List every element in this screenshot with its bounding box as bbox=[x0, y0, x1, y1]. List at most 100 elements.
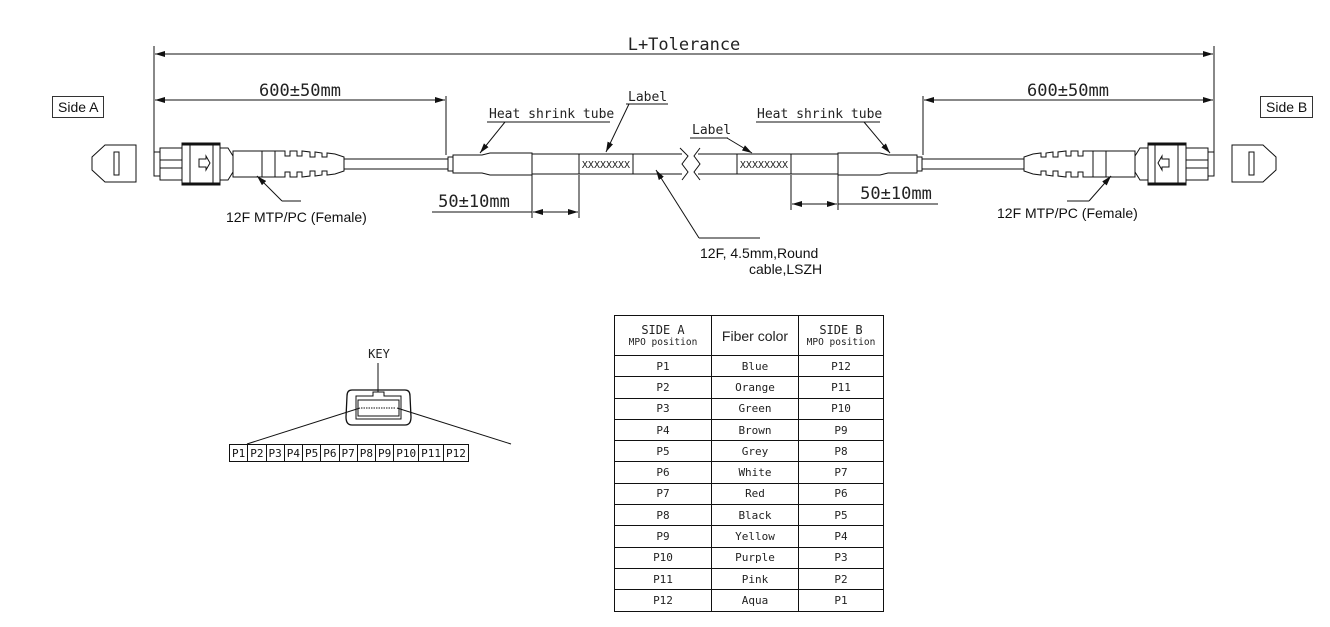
side-a-position-cell: P11 bbox=[614, 567, 712, 591]
svg-text:cable,LSZH: cable,LSZH bbox=[749, 261, 822, 277]
side-a-position-cell: P3 bbox=[614, 397, 712, 420]
side-a-position-cell: P2 bbox=[614, 376, 712, 399]
svg-text:Heat shrink tube: Heat shrink tube bbox=[489, 107, 614, 122]
side-a-position-cell: P8 bbox=[614, 504, 712, 527]
position-cell: P5 bbox=[301, 444, 322, 462]
svg-text:Label: Label bbox=[692, 123, 731, 138]
svg-text:12F MTP/PC (Female): 12F MTP/PC (Female) bbox=[997, 205, 1138, 221]
position-cell: P1 bbox=[228, 444, 249, 462]
svg-text:12F, 4.5mm,Round: 12F, 4.5mm,Round bbox=[700, 245, 818, 261]
side-b-position-cell: P3 bbox=[798, 546, 884, 569]
side-a-position-cell: P1 bbox=[614, 354, 712, 378]
side-a-position-cell: P10 bbox=[614, 546, 712, 569]
svg-text:Label: Label bbox=[628, 90, 667, 105]
side-a-position-cell: P4 bbox=[614, 418, 712, 442]
position-cell: P2 bbox=[247, 444, 267, 462]
side-b-position-cell: P7 bbox=[798, 461, 884, 484]
svg-text:KEY: KEY bbox=[368, 347, 390, 361]
position-cell: P3 bbox=[265, 444, 285, 462]
fiber-color-cell: Red bbox=[711, 482, 799, 506]
position-cell: P10 bbox=[393, 444, 420, 462]
position-cell: P7 bbox=[338, 444, 358, 462]
heat-shrink-left-callout: Heat shrink tube bbox=[479, 107, 614, 154]
cable-spec-callout: 12F, 4.5mm,Round cable,LSZH bbox=[655, 169, 822, 277]
position-cell: P11 bbox=[418, 444, 444, 462]
dust-cap-b-icon bbox=[1231, 144, 1277, 183]
side-a-position-cell: P6 bbox=[614, 461, 712, 484]
overall-dimension-label: L+Tolerance bbox=[628, 35, 741, 55]
side-a-position-cell: P12 bbox=[614, 589, 712, 612]
fiber-color-cell: Purple bbox=[711, 546, 799, 569]
table-header-row: SIDE A MPO position Fiber color SIDE B M… bbox=[614, 315, 884, 356]
cable-label-right-text: XXXXXXXX bbox=[740, 160, 788, 171]
cable-left: XXXXXXXX bbox=[344, 147, 701, 181]
svg-text:50±10mm: 50±10mm bbox=[860, 184, 932, 204]
fiber-color-cell: Brown bbox=[711, 418, 799, 442]
mpo-end-face-icon: KEY bbox=[246, 347, 512, 445]
cable-right: XXXXXXXX bbox=[698, 152, 1026, 176]
side-b-position-cell: P8 bbox=[798, 440, 884, 463]
side-b-label: Side B bbox=[1260, 96, 1314, 118]
position-cell: P9 bbox=[374, 444, 395, 462]
fiber-color-cell: Black bbox=[711, 504, 799, 527]
cable-label-left-text: XXXXXXXX bbox=[582, 160, 630, 171]
connector-a-callout: 12F MTP/PC (Female) bbox=[226, 175, 367, 225]
dust-cap-a-icon bbox=[91, 144, 137, 183]
side-b-position-cell: P6 bbox=[798, 482, 884, 506]
svg-text:12F MTP/PC (Female): 12F MTP/PC (Female) bbox=[226, 209, 367, 225]
fiber-color-cell: Green bbox=[711, 397, 799, 420]
position-cell: P6 bbox=[320, 444, 340, 462]
side-b-position-cell: P5 bbox=[798, 504, 884, 527]
connector-b-icon bbox=[1023, 142, 1215, 186]
side-b-position-cell: P9 bbox=[798, 418, 884, 442]
side-a-position-cell: P7 bbox=[614, 482, 712, 506]
fiber-color-cell: Yellow bbox=[711, 525, 799, 548]
label-offset-left-dimension: 50±10mm bbox=[432, 175, 580, 218]
side-b-position-cell: P10 bbox=[798, 397, 884, 420]
side-b-length-dimension: 600±50mm bbox=[922, 81, 1213, 155]
side-b-position-cell: P11 bbox=[798, 376, 884, 399]
side-b-header: SIDE B MPO position bbox=[798, 315, 884, 356]
fiber-mapping-table: SIDE A MPO position Fiber color SIDE B M… bbox=[614, 315, 884, 612]
side-b-position-cell: P1 bbox=[798, 589, 884, 612]
fiber-color-cell: Orange bbox=[711, 376, 799, 399]
svg-text:Heat shrink tube: Heat shrink tube bbox=[757, 107, 882, 122]
overall-dimension: L+Tolerance bbox=[153, 35, 1215, 152]
side-a-header: SIDE A MPO position bbox=[614, 315, 712, 356]
mpo-position-strip: P1 P2 P3 P4 P5 P6 P7 P8 P9 P10 P11 P12 bbox=[228, 444, 469, 462]
side-a-label: Side A bbox=[52, 96, 105, 118]
label-offset-right-dimension: 50±10mm bbox=[790, 175, 938, 210]
fiber-color-header: Fiber color bbox=[711, 315, 799, 356]
position-cell: P4 bbox=[283, 444, 304, 462]
connector-a-icon bbox=[153, 142, 345, 186]
side-b-position-cell: P12 bbox=[798, 354, 884, 378]
fiber-color-cell: White bbox=[711, 461, 799, 484]
fiber-color-cell: Grey bbox=[711, 440, 799, 463]
side-b-position-cell: P2 bbox=[798, 567, 884, 591]
side-a-length-dimension: 600±50mm bbox=[155, 81, 447, 155]
side-a-length-label: 600±50mm bbox=[259, 81, 341, 101]
side-b-position-cell: P4 bbox=[798, 525, 884, 548]
side-b-length-label: 600±50mm bbox=[1027, 81, 1109, 101]
side-a-position-cell: P5 bbox=[614, 440, 712, 463]
svg-text:50±10mm: 50±10mm bbox=[438, 192, 510, 212]
fiber-color-cell: Blue bbox=[711, 354, 799, 378]
side-a-position-cell: P9 bbox=[614, 525, 712, 548]
heat-shrink-right-callout: Heat shrink tube bbox=[756, 107, 891, 154]
position-cell: P12 bbox=[443, 444, 469, 462]
position-cell: P8 bbox=[356, 444, 377, 462]
